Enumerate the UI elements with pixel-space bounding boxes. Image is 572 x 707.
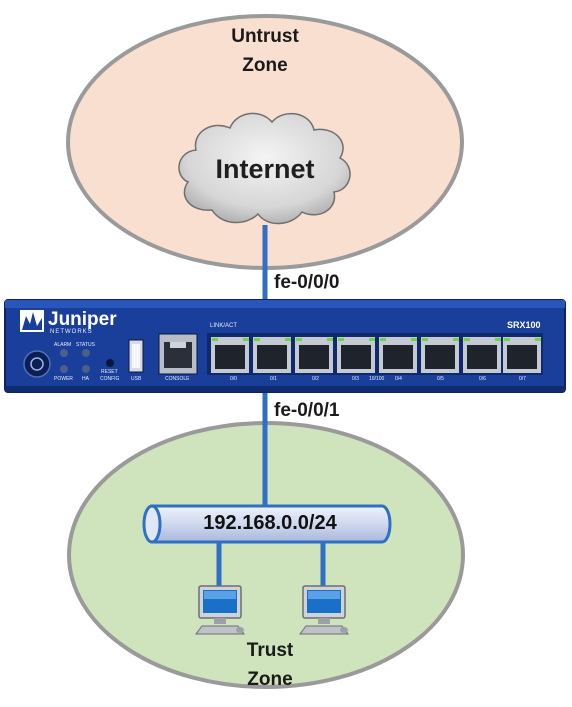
reset-config-button-icon	[106, 359, 114, 367]
port-label: 0/4	[395, 376, 402, 382]
config-label: CONFIG	[100, 376, 120, 382]
trust-zone-label: Trust Zone	[210, 636, 330, 694]
ethernet-port-icon	[379, 337, 417, 373]
inside-interface-label: fe-0/0/1	[274, 400, 340, 421]
speed-label: 10/100	[369, 376, 385, 382]
alarm-led-icon	[60, 349, 68, 357]
device-brand: Juniper	[48, 309, 117, 330]
srx100-firewall-device	[4, 299, 566, 393]
device-brand-sub: NETWORKS	[50, 329, 93, 335]
status-label: STATUS	[76, 342, 95, 348]
outside-interface-label: fe-0/0/0	[274, 272, 340, 293]
ha-label: HA	[82, 376, 89, 382]
ha-led-icon	[82, 365, 90, 373]
port-label: 0/0	[230, 376, 237, 382]
power-button-icon	[23, 350, 51, 378]
lan-subnet-label: 192.168.0.0/24	[203, 512, 337, 534]
ethernet-port-icon	[211, 337, 249, 373]
console-label: CONSOLE	[165, 376, 190, 382]
ethernet-ports	[211, 337, 541, 373]
link-act-label: LINK/ACT	[210, 323, 238, 329]
ethernet-port-icon	[421, 337, 459, 373]
workstation-icon	[195, 585, 245, 635]
reset-label: RESET	[101, 369, 118, 375]
untrust-zone-line1: Untrust	[231, 26, 299, 47]
port-label: 0/5	[437, 376, 444, 382]
port-label: 0/3	[352, 376, 359, 382]
ethernet-port-icon	[463, 337, 501, 373]
workstation-icon	[299, 585, 349, 635]
ethernet-port-icon	[503, 337, 541, 373]
internet-label: Internet	[215, 154, 315, 184]
port-label: 0/7	[519, 376, 526, 382]
trust-zone-line2: Zone	[247, 669, 293, 690]
internet-cloud-icon	[178, 112, 351, 225]
untrust-zone-label: Untrust Zone	[205, 22, 325, 80]
juniper-logo-icon	[20, 310, 44, 332]
trust-zone-line1: Trust	[246, 640, 294, 661]
ethernet-port-icon	[253, 337, 291, 373]
ethernet-port-icon	[337, 337, 375, 373]
port-label: 0/1	[270, 376, 277, 382]
status-led-icon	[82, 349, 90, 357]
lan-segment-pipe	[142, 504, 392, 544]
power-led-icon	[60, 365, 68, 373]
ethernet-port-icon	[295, 337, 333, 373]
usb-label: USB	[131, 376, 142, 382]
power-label: POWER	[54, 376, 73, 382]
untrust-zone-line2: Zone	[242, 55, 288, 76]
alarm-label: ALARM	[54, 342, 72, 348]
device-model: SRX100	[507, 320, 541, 330]
port-label: 0/2	[312, 376, 319, 382]
port-label: 0/6	[479, 376, 486, 382]
